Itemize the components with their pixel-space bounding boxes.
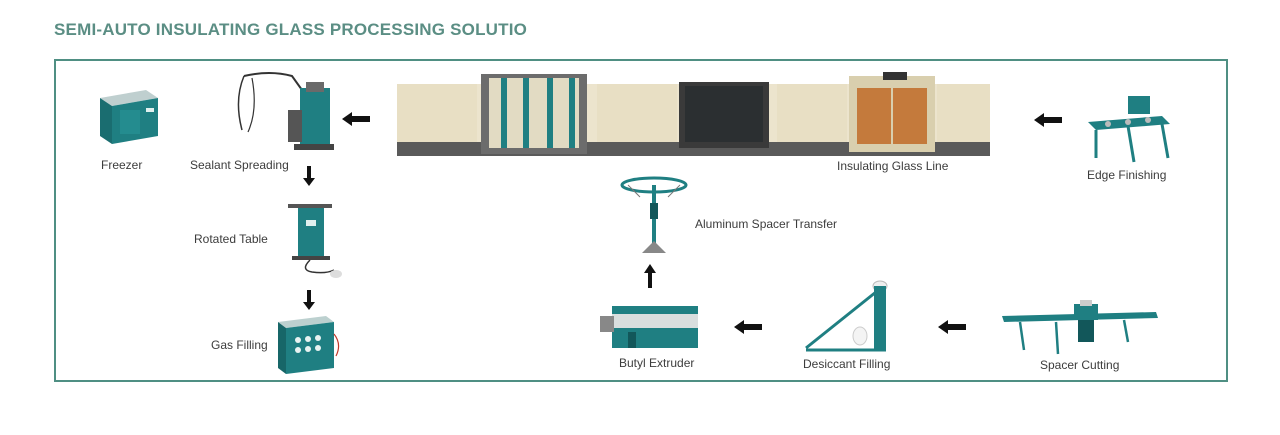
butyl-extruder-label: Butyl Extruder <box>619 356 695 370</box>
edge-finishing-machine <box>1088 96 1170 163</box>
spacer-cutting-machine <box>1002 300 1158 355</box>
sealant-spreading-label: Sealant Spreading <box>190 158 289 172</box>
rotated-table-machine <box>288 204 342 278</box>
rotated-table-label: Rotated Table <box>194 232 268 246</box>
process-frame <box>54 59 1228 382</box>
aluminum-spacer-transfer-machine <box>620 176 688 253</box>
spacer-cutting-label: Spacer Cutting <box>1040 358 1120 372</box>
desiccant-filling-machine <box>805 280 888 352</box>
arrow-up-icon <box>644 264 656 288</box>
aluminum-spacer-transfer-label: Aluminum Spacer Transfer <box>695 217 838 231</box>
insulating-glass-line-machine <box>397 72 990 156</box>
freezer-machine <box>100 90 158 144</box>
butyl-extruder-machine <box>600 306 698 348</box>
arrow-down-icon <box>303 166 315 186</box>
gas-filling-machine <box>278 316 340 374</box>
freezer-label: Freezer <box>101 158 143 172</box>
arrow-left-icon <box>1034 113 1062 127</box>
arrow-left-icon <box>938 320 966 334</box>
insulating-glass-line-label: Insulating Glass Line <box>837 159 949 173</box>
arrow-left-icon <box>734 320 762 334</box>
gas-filling-label: Gas Filling <box>211 338 268 352</box>
arrow-down-icon <box>303 290 315 310</box>
sealant-spreading-machine <box>237 72 334 150</box>
arrow-left-icon <box>342 112 370 126</box>
page-title: SEMI-AUTO INSULATING GLASS PROCESSING SO… <box>54 20 528 39</box>
edge-finishing-label: Edge Finishing <box>1087 168 1167 182</box>
desiccant-filling-label: Desiccant Filling <box>803 357 891 371</box>
